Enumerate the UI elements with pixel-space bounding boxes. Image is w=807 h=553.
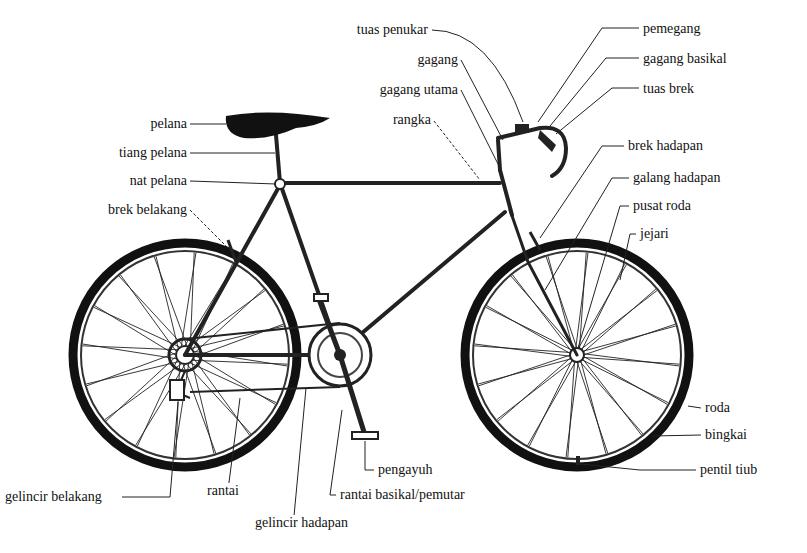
part-label: gagang (417, 52, 459, 68)
spoke (580, 326, 676, 352)
part-label: gelincir hadapan (254, 515, 349, 531)
spoke (578, 359, 643, 434)
part-label: rantai (206, 483, 240, 499)
spoke (83, 344, 177, 359)
spoke (190, 363, 276, 403)
part-label: gagang basikal (642, 51, 728, 67)
spoke (576, 359, 608, 453)
part-label: galang hadapan (632, 170, 721, 186)
spoke (474, 346, 573, 353)
part-label: pelana (149, 116, 188, 132)
spoke (581, 353, 680, 366)
spoke (94, 307, 180, 347)
spoke (566, 359, 579, 458)
spoke (548, 256, 574, 352)
part-label: brek belakang (107, 202, 188, 218)
spoke (187, 364, 251, 434)
spoke (190, 252, 194, 347)
part-label: pentil tiub (699, 462, 758, 478)
spoke (106, 357, 176, 421)
spoke (181, 253, 196, 347)
part-label: tiang pelana (118, 145, 188, 161)
spoke (511, 276, 576, 351)
spoke (580, 358, 606, 454)
part-label: jejari (639, 226, 670, 242)
part-label: roda (704, 400, 731, 416)
spoke (529, 357, 573, 446)
spoke (581, 264, 625, 353)
spoke (498, 356, 573, 421)
spoke (154, 257, 187, 346)
spoke (479, 354, 573, 386)
part-label: brek hadapan (627, 138, 704, 154)
spoke (183, 364, 216, 453)
spoke (478, 358, 574, 384)
part-label: bingkai (704, 427, 748, 443)
spoke (82, 346, 177, 350)
part-label: pusat roda (632, 198, 692, 214)
spoke (579, 252, 586, 351)
part-label: gagang utama (379, 82, 459, 98)
part-label: pemegang (642, 21, 702, 37)
part-label: rantai basikal/pemutar (339, 487, 466, 503)
part-label: nat pelana (129, 173, 188, 189)
spoke (137, 360, 177, 446)
spoke (119, 276, 183, 346)
spoke (486, 307, 575, 351)
spoke (568, 359, 575, 458)
spoke (87, 353, 176, 386)
part-label: gelincir belakang (4, 489, 103, 505)
spoke (579, 359, 668, 403)
part-label: tuas brek (642, 81, 695, 97)
spoke (475, 344, 573, 357)
part-label: tuas penukar (356, 22, 429, 38)
part-label: rangka (392, 112, 432, 128)
spoke (581, 324, 675, 356)
spoke (581, 357, 680, 364)
part-label: pengayuh (377, 462, 433, 478)
